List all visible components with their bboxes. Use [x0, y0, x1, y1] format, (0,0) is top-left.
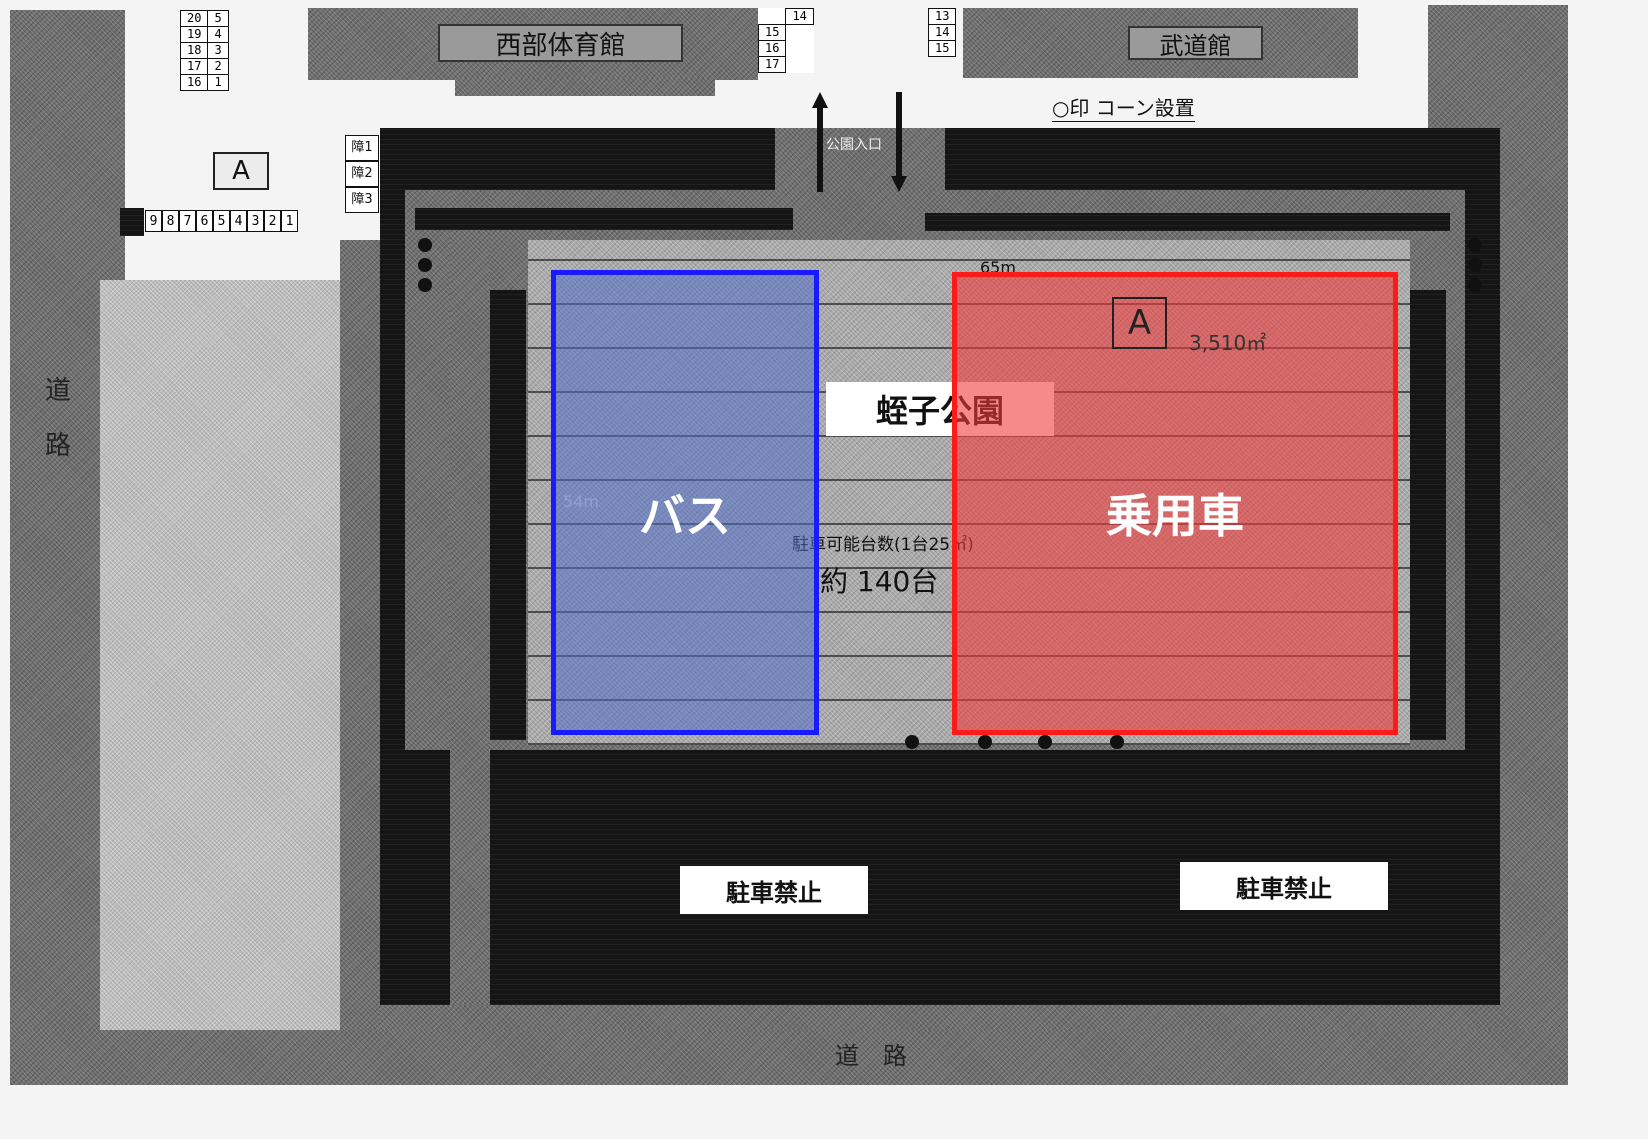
park-top-bar-left — [415, 208, 793, 230]
slot-7: 7 — [179, 210, 196, 232]
lot-a-strip — [340, 240, 380, 1030]
mid-number-table: 14 15 16 17 — [757, 8, 814, 73]
accessible-2: 障2 — [345, 161, 379, 187]
capacity-line-2: 約 140台 — [820, 565, 939, 598]
cone-marker — [1110, 735, 1124, 749]
accessible-3: 障3 — [345, 187, 379, 213]
cone-marker — [1038, 735, 1052, 749]
lower-bottom-lane — [380, 1005, 1500, 1030]
cone-marker — [418, 278, 432, 292]
road-label-bottom: 道 路 — [835, 1042, 907, 1070]
table-row: 17 — [757, 56, 814, 73]
slot-9: 9 — [145, 210, 162, 232]
park-right-bar — [1410, 290, 1446, 740]
accessible-spaces: 障1 障2 障3 — [345, 135, 379, 213]
park-left-lane — [450, 190, 490, 1008]
gym-label: 西部体育館 — [438, 24, 683, 62]
cone-marker — [418, 238, 432, 252]
gym-annex — [455, 78, 715, 96]
area-label: 3,510㎡ — [1189, 331, 1267, 355]
table-row: 16 — [757, 40, 814, 57]
slot-5: 5 — [213, 210, 230, 232]
slot-8: 8 — [162, 210, 179, 232]
slot-6: 6 — [196, 210, 213, 232]
table-row: 14 — [927, 24, 957, 41]
accessible-1: 障1 — [345, 135, 379, 161]
right-number-table: 13 14 15 — [927, 8, 957, 57]
lot-a-area — [100, 280, 340, 1030]
bus-zone: バス — [551, 270, 819, 735]
area-marker: A — [1112, 297, 1167, 349]
cone-marker — [905, 735, 919, 749]
park-left-bar — [490, 290, 526, 740]
bus-zone-label: バス — [639, 489, 731, 543]
table-row: 15 — [927, 40, 957, 57]
top-right-strip — [1500, 5, 1568, 125]
road-label-left-top: 道 — [45, 376, 72, 406]
capacity-line-1: 駐車可能台数(1台25㎡) — [792, 535, 974, 555]
cone-marker — [1468, 258, 1482, 272]
cone-marker — [1468, 238, 1482, 252]
slot-3: 3 — [247, 210, 264, 232]
lot-a-marker: A — [213, 152, 269, 190]
slot-4: 4 — [230, 210, 247, 232]
slot-2: 2 — [264, 210, 281, 232]
car-zone-label: 乗用車 — [1106, 489, 1244, 543]
slot-1: 1 — [281, 210, 298, 232]
park-top-bar-right — [925, 213, 1450, 231]
cone-marker — [418, 258, 432, 272]
dojo-building — [963, 8, 1358, 78]
cone-marker — [978, 735, 992, 749]
table-row: 15 — [757, 24, 814, 41]
road-label-left-bottom: 路 — [45, 431, 72, 461]
no-parking-sign-left: 駐車禁止 — [680, 866, 868, 914]
dojo-label: 武道館 — [1128, 26, 1263, 60]
entrance-label: 公園入口 — [826, 137, 882, 153]
lot-a-corner — [120, 208, 144, 236]
table-row: 13 — [927, 8, 957, 25]
entrance-arrow-down — [891, 92, 907, 192]
table-row: 14 — [759, 8, 814, 25]
cone-marker — [1468, 278, 1482, 292]
entrance-arrow-up — [812, 92, 828, 192]
no-parking-sign-right: 駐車禁止 — [1180, 862, 1388, 910]
car-zone: A 3,510㎡ 乗用車 — [952, 272, 1398, 735]
cone-note: ○印 コーン設置 — [1052, 92, 1195, 122]
entrance-road — [775, 128, 945, 190]
bottom-road — [10, 1030, 1568, 1085]
